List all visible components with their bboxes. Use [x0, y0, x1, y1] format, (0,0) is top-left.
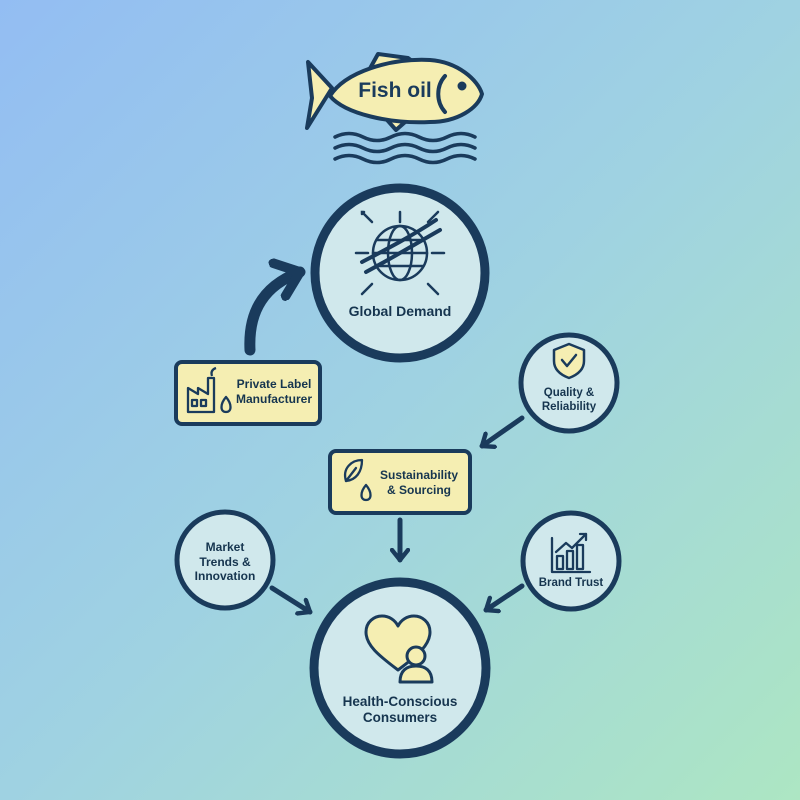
global-demand-node: [310, 183, 490, 363]
leaf-drop-icon: [343, 458, 372, 502]
private-label-label: Private Label Manufacturer: [235, 377, 312, 406]
shield-check-icon: [552, 342, 586, 380]
sustainability-label: Sustainability & Sourcing: [379, 468, 459, 497]
market-trends-node: [174, 509, 276, 611]
sustainability-node: [328, 449, 472, 515]
bar-chart-icon: [550, 532, 592, 574]
fish-label: Fish oil: [358, 79, 432, 102]
global-demand-label: Global Demand: [348, 303, 452, 319]
water-waves: [333, 131, 477, 165]
heart-person-icon: [364, 614, 434, 684]
brand-trust-label: Brand Trust: [538, 577, 604, 589]
arrow-manufacturer-to-demand: [244, 272, 306, 356]
globe-arrows-icon: [354, 210, 446, 296]
quality-label: Quality & Reliability: [541, 387, 597, 414]
brand-trust-node: [520, 510, 622, 612]
consumers-label: Health-Conscious Consumers: [342, 694, 458, 726]
fish-icon: [305, 52, 484, 132]
arrow-market-to-consumers: [269, 585, 313, 612]
arrow-quality-to-sustainability: [479, 415, 525, 446]
quality-node: [518, 332, 620, 434]
factory-drop-icon: [186, 366, 232, 414]
market-trends-label: Market Trends & Innovation: [194, 540, 256, 584]
arrow-brand-to-consumers: [483, 583, 525, 610]
